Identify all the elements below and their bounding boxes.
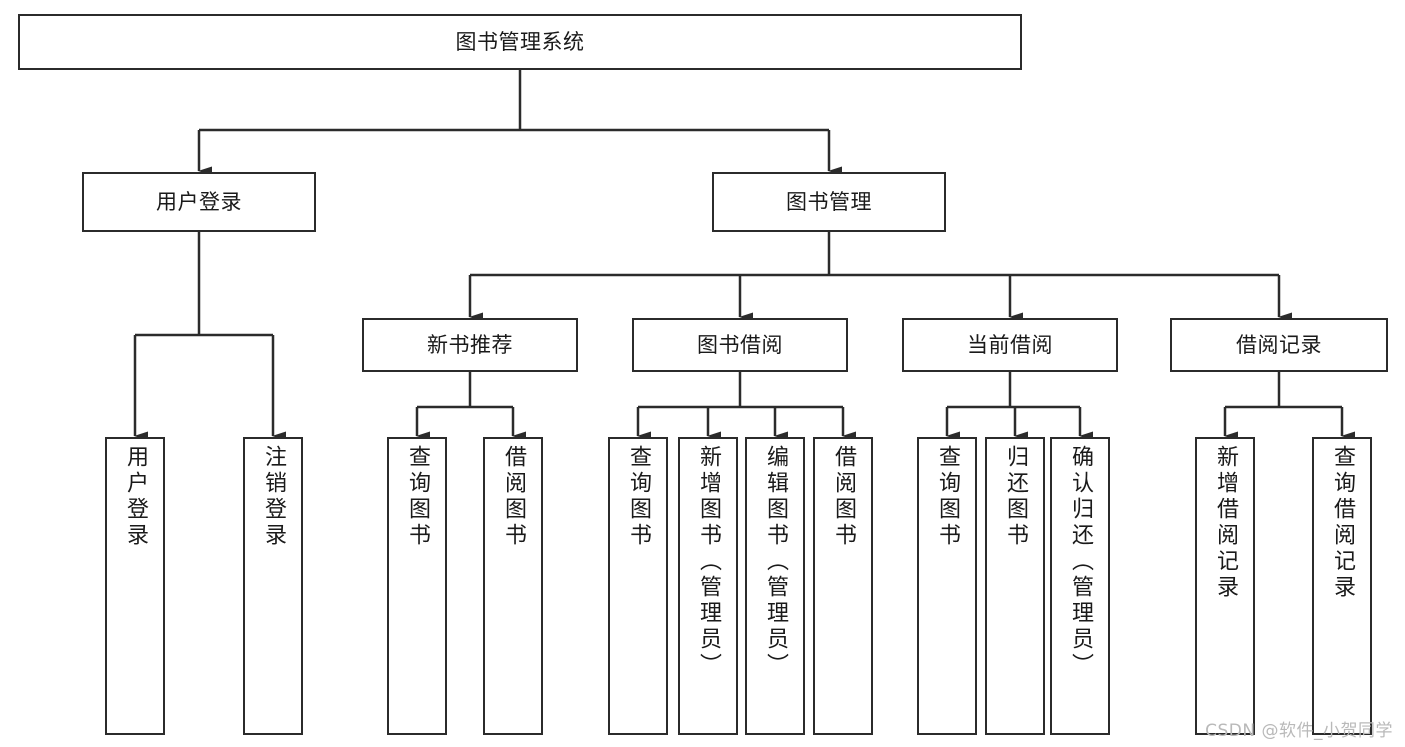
node-label-leaf-user-login: 用户登录 (123, 445, 148, 549)
node-leaf-user-login[interactable]: 用户登录 (105, 437, 165, 735)
node-label-leaf-rc-query: 查询借阅记录 (1330, 445, 1355, 601)
node-leaf-user-logout[interactable]: 注销登录 (243, 437, 303, 735)
node-label-login: 用户登录 (156, 189, 242, 214)
node-label-leaf-user-logout: 注销登录 (261, 445, 286, 549)
node-label-leaf-bw-borrow: 借阅图书 (831, 445, 856, 549)
node-leaf-bw-edit[interactable]: 编辑图书（管理员） (745, 437, 805, 735)
node-label-leaf-nb-borrow: 借阅图书 (501, 445, 526, 549)
node-leaf-nb-borrow[interactable]: 借阅图书 (483, 437, 543, 735)
node-label-newbook: 新书推荐 (427, 332, 513, 357)
node-current[interactable]: 当前借阅 (902, 318, 1118, 372)
node-leaf-bw-add[interactable]: 新增图书（管理员） (678, 437, 738, 735)
node-leaf-cb-query[interactable]: 查询图书 (917, 437, 977, 735)
node-label-records: 借阅记录 (1236, 332, 1322, 357)
node-leaf-nb-query[interactable]: 查询图书 (387, 437, 447, 735)
node-label-leaf-bw-add: 新增图书（管理员） (696, 445, 721, 679)
node-label-leaf-cb-return: 归还图书 (1003, 445, 1028, 549)
node-label-root: 图书管理系统 (455, 29, 585, 54)
node-leaf-rc-add[interactable]: 新增借阅记录 (1195, 437, 1255, 735)
node-label-borrow: 图书借阅 (697, 332, 783, 357)
node-label-leaf-rc-add: 新增借阅记录 (1213, 445, 1238, 601)
node-newbook[interactable]: 新书推荐 (362, 318, 578, 372)
node-leaf-bw-query[interactable]: 查询图书 (608, 437, 668, 735)
node-leaf-cb-return[interactable]: 归还图书 (985, 437, 1045, 735)
node-label-current: 当前借阅 (967, 332, 1053, 357)
node-leaf-cb-confirm[interactable]: 确认归还（管理员） (1050, 437, 1110, 735)
node-bookmgmt[interactable]: 图书管理 (712, 172, 946, 232)
node-label-leaf-cb-confirm: 确认归还（管理员） (1068, 445, 1093, 679)
node-label-leaf-bw-edit: 编辑图书（管理员） (763, 445, 788, 679)
node-root[interactable]: 图书管理系统 (18, 14, 1022, 70)
node-leaf-bw-borrow[interactable]: 借阅图书 (813, 437, 873, 735)
node-records[interactable]: 借阅记录 (1170, 318, 1388, 372)
node-label-bookmgmt: 图书管理 (786, 189, 872, 214)
node-label-leaf-bw-query: 查询图书 (626, 445, 651, 549)
node-label-leaf-cb-query: 查询图书 (935, 445, 960, 549)
node-borrow[interactable]: 图书借阅 (632, 318, 848, 372)
node-leaf-rc-query[interactable]: 查询借阅记录 (1312, 437, 1372, 735)
node-login[interactable]: 用户登录 (82, 172, 316, 232)
node-label-leaf-nb-query: 查询图书 (405, 445, 430, 549)
